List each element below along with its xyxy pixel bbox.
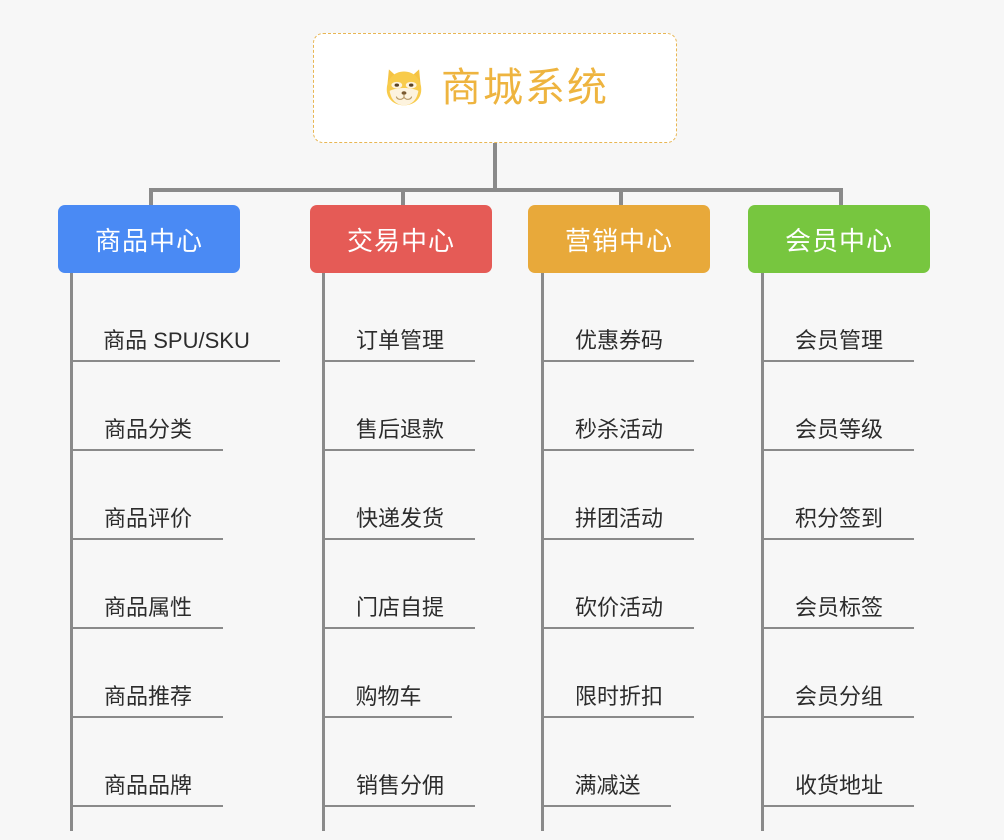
- leaf-item-label: 限时折扣: [574, 683, 663, 709]
- leaf-item-aftersale-refund[interactable]: 售后退款: [325, 362, 475, 451]
- leaf-item-group-buy[interactable]: 拼团活动: [544, 451, 694, 540]
- leaf-item-label: 砍价活动: [574, 594, 663, 620]
- leaf-item-order-management[interactable]: 订单管理: [325, 273, 475, 362]
- leaf-item-label: 优惠券码: [574, 327, 663, 353]
- leaf-item-member-tag[interactable]: 会员标签: [764, 540, 914, 629]
- leaf-item-product-review[interactable]: 商品评价: [73, 451, 223, 540]
- leaf-item-sales-commission[interactable]: 销售分佣: [325, 718, 475, 807]
- leaf-item-product-brand[interactable]: 商品品牌: [73, 718, 223, 807]
- leaf-item-label: 收货地址: [794, 772, 883, 798]
- leaf-item-label: 快递发货: [355, 505, 444, 531]
- leaf-spine: [322, 273, 325, 831]
- leaf-item-label: 商品 SPU/SKU: [103, 327, 250, 353]
- branch-box-label: 商品中心: [94, 225, 203, 256]
- leaf-item-label: 商品评价: [103, 505, 192, 531]
- connector-root-stem: [493, 143, 497, 190]
- connector-horizontal-bus: [149, 188, 843, 192]
- leaf-item-product-category[interactable]: 商品分类: [73, 362, 223, 451]
- leaf-item-label: 商品推荐: [103, 683, 192, 709]
- leaf-item-label: 订单管理: [355, 327, 444, 353]
- leaf-item-product-attribute[interactable]: 商品属性: [73, 540, 223, 629]
- root-node-label: 商城系统: [441, 66, 609, 110]
- leaf-item-label: 商品分类: [103, 416, 192, 442]
- leaf-item-coupon-code[interactable]: 优惠券码: [544, 273, 694, 362]
- leaf-item-label: 会员标签: [794, 594, 883, 620]
- leaf-item-label: 满减送: [574, 772, 641, 798]
- leaf-item-product-spu-sku[interactable]: 商品 SPU/SKU: [73, 273, 280, 362]
- leaf-item-label: 商品属性: [103, 594, 192, 620]
- connector-drop-branch-1: [149, 188, 153, 207]
- leaf-item-label: 积分签到: [794, 505, 883, 531]
- branch-box-marketing-center[interactable]: 营销中心: [528, 205, 710, 273]
- leaf-item-label: 会员管理: [794, 327, 883, 353]
- leaf-item-limited-discount[interactable]: 限时折扣: [544, 629, 694, 718]
- leaf-item-member-group[interactable]: 会员分组: [764, 629, 914, 718]
- branch-box-member-center[interactable]: 会员中心: [748, 205, 930, 273]
- connector-drop-branch-3: [619, 188, 623, 207]
- leaf-item-shipping-address[interactable]: 收货地址: [764, 718, 914, 807]
- root-node-mall-system[interactable]: 商城系统: [313, 33, 677, 143]
- leaf-spine: [761, 273, 764, 831]
- branch-box-label: 会员中心: [784, 225, 893, 256]
- leaf-item-label: 秒杀活动: [574, 416, 663, 442]
- leaf-item-label: 会员分组: [794, 683, 883, 709]
- leaf-item-label: 会员等级: [794, 416, 883, 442]
- leaf-item-product-recommend[interactable]: 商品推荐: [73, 629, 223, 718]
- branch-box-transaction-center[interactable]: 交易中心: [310, 205, 492, 273]
- leaf-item-member-level[interactable]: 会员等级: [764, 362, 914, 451]
- leaf-item-member-management[interactable]: 会员管理: [764, 273, 914, 362]
- leaf-spine: [70, 273, 73, 831]
- leaf-item-bargain-activity[interactable]: 砍价活动: [544, 540, 694, 629]
- leaf-item-label: 售后退款: [355, 416, 444, 442]
- leaf-item-label: 门店自提: [355, 594, 444, 620]
- leaf-item-full-reduction[interactable]: 满减送: [544, 718, 671, 807]
- leaf-item-shopping-cart[interactable]: 购物车: [325, 629, 452, 718]
- branch-box-product-center[interactable]: 商品中心: [58, 205, 240, 273]
- leaf-item-points-checkin[interactable]: 积分签到: [764, 451, 914, 540]
- leaf-item-flash-sale[interactable]: 秒杀活动: [544, 362, 694, 451]
- leaf-item-label: 购物车: [355, 683, 422, 709]
- leaf-item-express-shipping[interactable]: 快递发货: [325, 451, 475, 540]
- leaf-item-label: 销售分佣: [355, 772, 444, 798]
- shiba-dog-icon: [386, 69, 422, 106]
- branch-box-label: 交易中心: [346, 225, 455, 256]
- branch-box-label: 营销中心: [564, 225, 673, 256]
- connector-drop-branch-2: [401, 188, 405, 207]
- leaf-item-label: 拼团活动: [574, 505, 663, 531]
- leaf-spine: [541, 273, 544, 831]
- leaf-item-label: 商品品牌: [103, 772, 192, 798]
- connector-drop-branch-4: [839, 188, 843, 207]
- leaf-item-store-pickup[interactable]: 门店自提: [325, 540, 475, 629]
